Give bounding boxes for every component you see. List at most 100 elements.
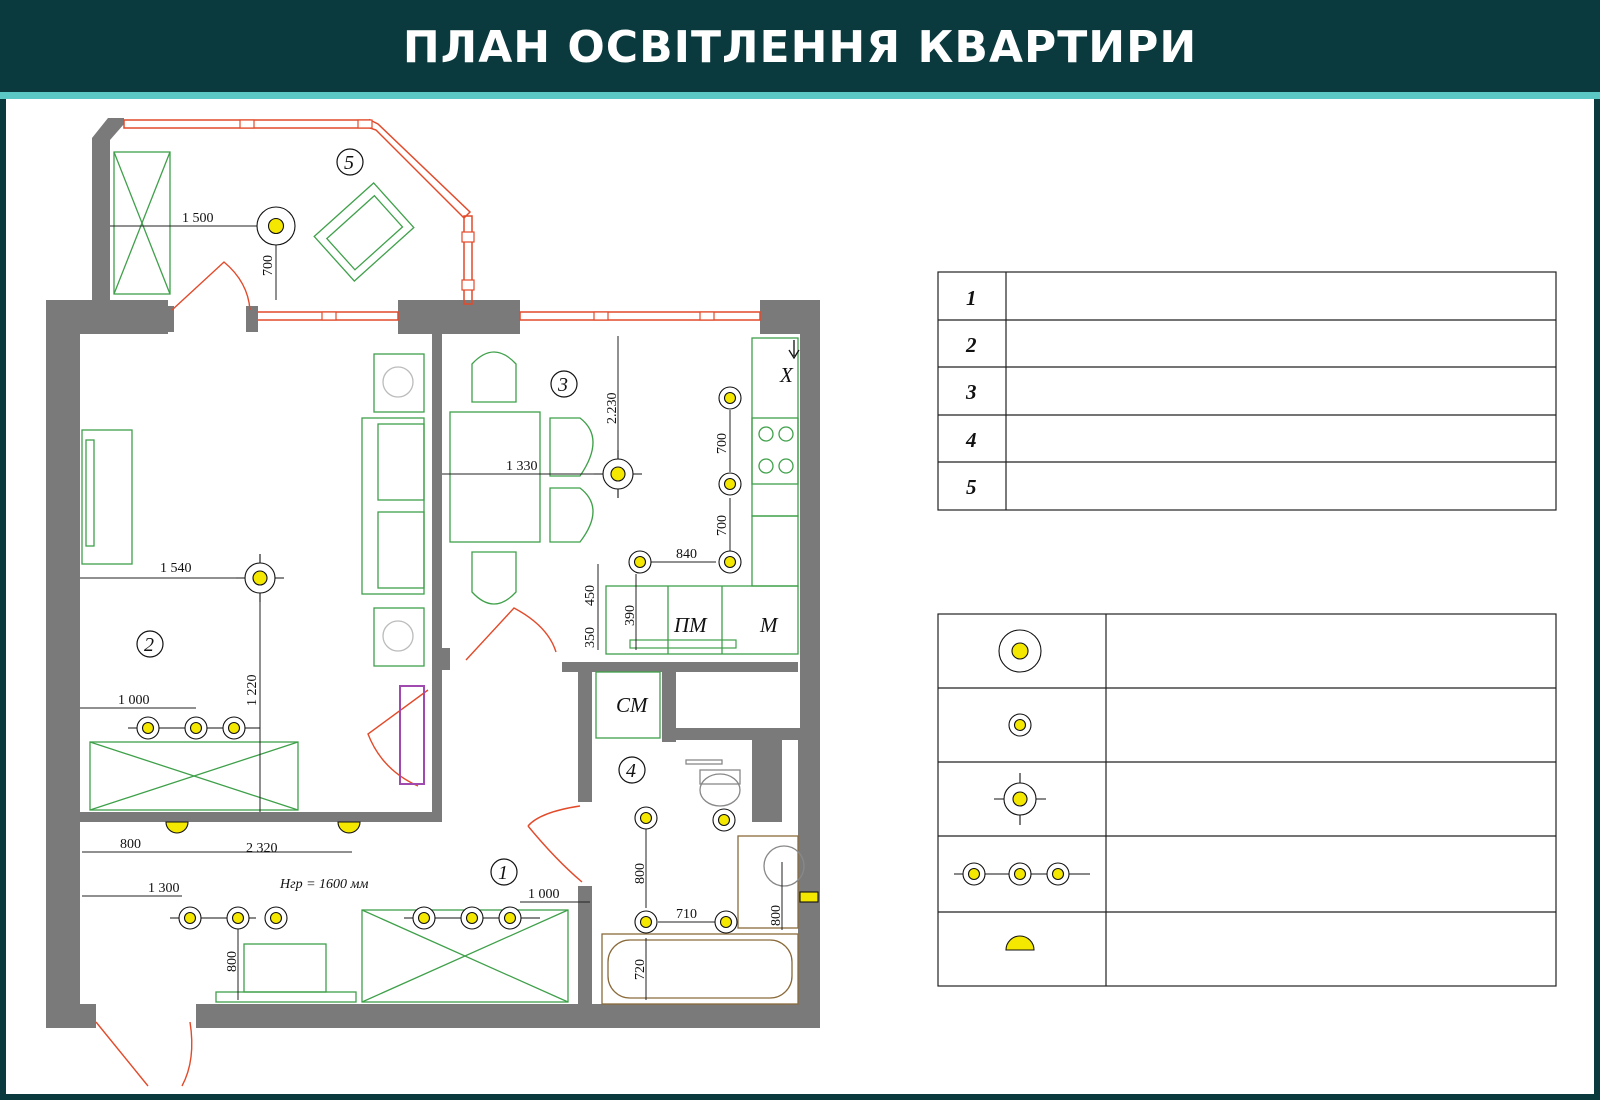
dim-kitchen-s1: 700	[715, 433, 730, 454]
dim-kitchen-s2: 700	[715, 515, 730, 536]
wall-kitchen-stub	[438, 648, 450, 670]
dim-hall-800: 800	[120, 837, 141, 852]
spot-light-bath-1	[634, 806, 658, 830]
spot-light-icon	[1008, 713, 1032, 737]
wall-bottom-left	[46, 1004, 96, 1028]
lights	[128, 206, 819, 934]
dim-balcony-h: 1 500	[182, 211, 214, 226]
svg-text:4: 4	[626, 760, 636, 782]
dim-hall-1000: 1 000	[528, 887, 560, 902]
spot-light-kitchen-3	[628, 550, 652, 574]
wall-bath-left2	[578, 886, 592, 1008]
svg-text:1: 1	[498, 862, 508, 884]
svg-text:2: 2	[144, 634, 154, 656]
spot-light-bath-2	[712, 808, 736, 832]
balcony-posts	[162, 306, 258, 332]
wall-shaft	[676, 728, 800, 740]
room-marker-1: 1	[490, 858, 518, 886]
wall-living-hall-v	[432, 692, 442, 822]
rooms-table-numbers: 1 2 3 4 5	[965, 286, 977, 499]
spot-group-living	[128, 716, 260, 740]
label-pm: ПМ	[673, 613, 708, 637]
wall-kitchen-bath	[562, 662, 798, 672]
label-x: Х	[779, 363, 794, 387]
dim-kitchen-450: 450	[583, 585, 598, 606]
wall-sconce-icon	[1005, 935, 1035, 951]
rooms-table	[937, 271, 1557, 511]
pendant-light-balcony	[256, 206, 296, 246]
wall-bath-right-shaft	[752, 740, 782, 822]
rooms-table-row-1: 1	[966, 286, 977, 310]
room-marker-5: 5	[336, 148, 364, 176]
wall-living-kitchen	[432, 334, 442, 692]
dim-bath-800b: 800	[769, 905, 784, 926]
dim-hall-2320: 2 320	[246, 841, 278, 856]
wall-bath-left	[578, 662, 592, 802]
door-swings	[95, 261, 583, 1087]
window-sashes	[239, 119, 715, 321]
wall-cm-right	[662, 662, 676, 742]
wall-left	[46, 300, 80, 1016]
spot-light-kitchen-4	[718, 550, 742, 574]
room-marker-4: 4	[618, 756, 646, 784]
wall-living-hall	[80, 812, 442, 822]
dim-bath-710: 710	[676, 907, 697, 922]
accent-stripe	[0, 92, 1600, 99]
spot-group-hall-right	[404, 906, 540, 930]
balcony-wall-left	[92, 118, 124, 300]
wall-bath-right	[798, 740, 820, 1016]
svg-text:5: 5	[344, 152, 354, 174]
spot-light-kitchen-2	[718, 472, 742, 496]
dim-kitchen-350: 350	[583, 627, 598, 648]
dim-kitchen-h: 1 330	[506, 459, 538, 474]
dim-living-v: 1 220	[245, 675, 260, 707]
spot-light-bath-3	[634, 910, 658, 934]
wall-sconce-bath	[799, 891, 819, 903]
plan-labels: СМ ПМ М Х Hгр = 1600 мм	[279, 363, 794, 892]
chandelier-light-kitchen	[594, 450, 642, 498]
radiator-kitchen	[629, 639, 737, 649]
label-cm: СМ	[616, 693, 649, 717]
radiator	[399, 685, 425, 785]
dim-hall-800v: 800	[225, 951, 240, 972]
pendant-light-icon	[998, 629, 1042, 673]
dim-bath-720: 720	[633, 959, 648, 980]
room-marker-2: 2	[136, 630, 164, 658]
room-marker-3: 3	[550, 370, 578, 398]
room-markers: 5 2 3 4 1	[136, 148, 646, 886]
rooms-table-row-2: 2	[965, 333, 977, 357]
dim-balcony-v: 700	[261, 255, 276, 276]
spot-group-hall-left	[170, 906, 288, 930]
header-bar: ПЛАН ОСВІТЛЕННЯ КВАРТИРИ	[0, 0, 1600, 92]
rooms-table-row-5: 5	[966, 475, 977, 499]
legend-icons	[954, 629, 1090, 951]
dimension-labels: 1 500 700 1 540 1 220 1 000 2.230 1 330 …	[118, 211, 784, 980]
dim-kitchen-390: 390	[623, 605, 638, 626]
arrow-down-icon	[788, 340, 800, 360]
dim-bath-800: 800	[633, 863, 648, 884]
dim-living-h: 1 540	[160, 561, 192, 576]
wall-top-mid	[398, 300, 520, 334]
spot-light-kitchen-1	[718, 386, 742, 410]
wall-top-left	[46, 300, 168, 334]
furniture	[81, 151, 799, 1003]
dim-hall-1300: 1 300	[148, 881, 180, 896]
dim-living-spots: 1 000	[118, 693, 150, 708]
page-title: ПЛАН ОСВІТЛЕННЯ КВАРТИРИ	[402, 22, 1198, 73]
label-hgr-main: Hгр = 1600 мм	[279, 877, 368, 892]
rooms-table-row-4: 4	[965, 428, 977, 452]
legend-table	[937, 613, 1557, 987]
bathroom-fixtures	[601, 759, 805, 1005]
balcony-glazing	[123, 118, 761, 321]
rooms-table-row-3: 3	[965, 380, 977, 404]
walls	[46, 118, 820, 1028]
dim-kitchen-v: 2.230	[605, 393, 620, 425]
label-m: М	[759, 613, 779, 637]
spot-light-bath-4	[714, 910, 738, 934]
wall-sconce-hall-1	[165, 821, 189, 834]
spot-group-icon	[954, 862, 1090, 886]
wall-sconce-hall-2	[337, 821, 361, 834]
chandelier-light-living	[236, 554, 284, 602]
svg-text:3: 3	[557, 374, 568, 396]
